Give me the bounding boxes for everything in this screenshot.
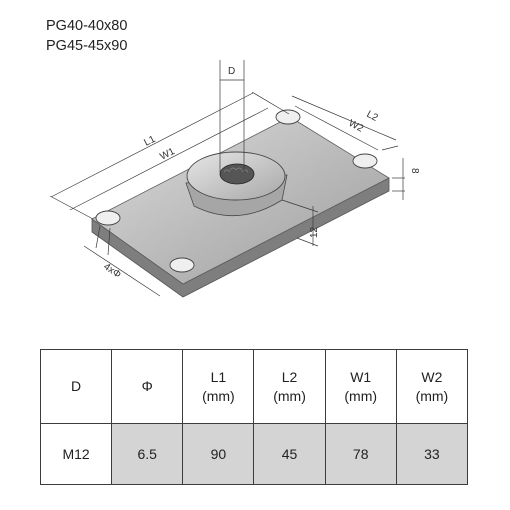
dim-label-w1: W1: [158, 146, 177, 163]
header-cell-d: D: [39, 349, 113, 424]
spec-table-header-row: D Φ L1(mm) L2(mm) W1(mm) W2(mm): [39, 349, 469, 424]
thread-marks: [223, 167, 249, 173]
dim-label-plate-height: 8: [409, 168, 420, 174]
base-plate-drawing: D L1 W1 L2 W2 8 12 4xΦ: [49, 60, 420, 298]
dim-label-w2: W2: [347, 118, 366, 135]
dim-label-l1: L1: [142, 134, 157, 149]
header-cell-l1: L1(mm): [182, 349, 255, 424]
dimension-lines: [49, 60, 405, 297]
mounting-hole-front-right: [169, 257, 195, 273]
dim-label-holes: 4xΦ: [101, 261, 123, 280]
dim-label-boss-height: 12: [309, 226, 320, 238]
spec-table-value-row: M12 6.5 90 45 78 33: [39, 423, 469, 485]
header-cell-phi: Φ: [111, 349, 184, 424]
mounting-holes: [95, 109, 378, 273]
mounting-hole-back-left: [275, 109, 301, 125]
threaded-hole: [219, 163, 255, 185]
header-cell-w1: W1(mm): [324, 349, 397, 424]
mounting-hole-front-left: [95, 210, 121, 226]
model-names: PG40-40x80 PG45-45x90: [46, 16, 127, 56]
model-name-2: PG45-45x90: [46, 38, 128, 54]
value-cell-w1: 78: [324, 423, 397, 485]
threaded-boss: [185, 151, 288, 216]
model-name-1: PG40-40x80: [46, 18, 128, 34]
header-cell-w2: W2(mm): [395, 349, 469, 424]
value-cell-d: M12: [39, 423, 113, 485]
header-cell-l2: L2(mm): [253, 349, 326, 424]
dim-label-l2: L2: [365, 109, 380, 124]
value-cell-l2: 45: [253, 423, 326, 485]
dim-label-d: D: [228, 66, 235, 77]
value-cell-w2: 33: [395, 423, 469, 485]
value-cell-l1: 90: [182, 423, 255, 485]
mounting-hole-back-right: [352, 153, 378, 169]
spec-table: D Φ L1(mm) L2(mm) W1(mm) W2(mm) M12 6.5 …: [39, 349, 469, 485]
value-cell-phi: 6.5: [111, 423, 184, 485]
